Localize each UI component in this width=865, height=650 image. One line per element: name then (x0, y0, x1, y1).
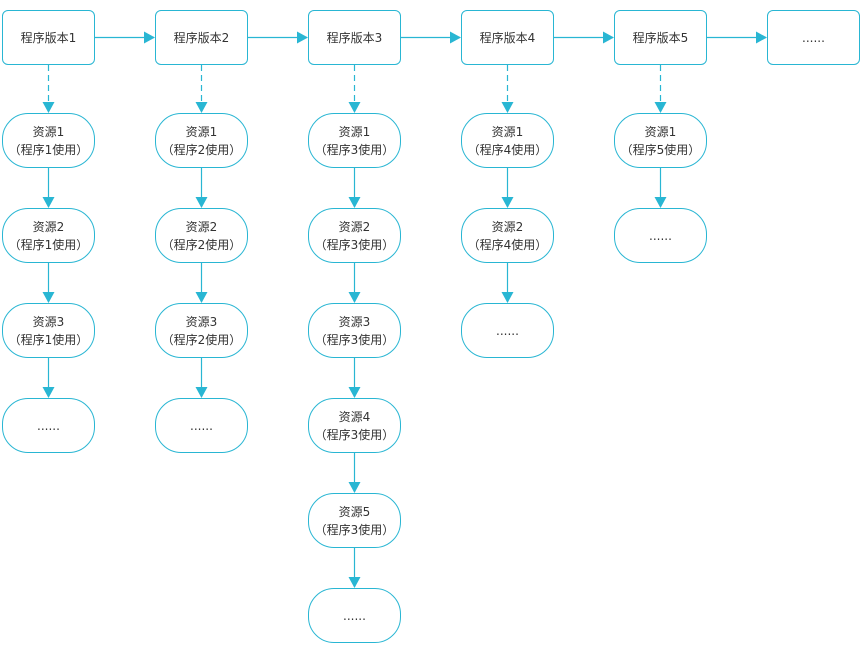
resource-node-v2-2: 资源2 （程序2使用） (155, 208, 248, 263)
resource-node-v1-2-note: （程序1使用） (8, 237, 89, 252)
version-box-6: ...... (767, 10, 860, 65)
resource-node-v3-4-label: 资源4 (338, 409, 371, 424)
resource-node-v1-4-label: ...... (37, 418, 60, 433)
resource-node-v2-2-note: （程序2使用） (161, 237, 242, 252)
version-box-4-label: 程序版本4 (479, 30, 536, 45)
resource-node-v2-1-note: （程序2使用） (161, 142, 242, 157)
resource-node-v5-1-note: （程序5使用） (620, 142, 701, 157)
resource-node-v2-1: 资源1 （程序2使用） (155, 113, 248, 168)
resource-node-v1-3-label: 资源3 (32, 314, 65, 329)
resource-node-v1-2: 资源2 （程序1使用） (2, 208, 95, 263)
resource-node-v3-5-note: （程序3使用） (314, 522, 395, 537)
resource-node-v1-1: 资源1 （程序1使用） (2, 113, 95, 168)
resource-node-v3-6: ...... (308, 588, 401, 643)
version-box-6-label: ...... (802, 30, 825, 45)
resource-node-v1-3: 资源3 （程序1使用） (2, 303, 95, 358)
resource-node-v5-1: 资源1 （程序5使用） (614, 113, 707, 168)
version-box-2-label: 程序版本2 (173, 30, 230, 45)
resource-node-v3-4: 资源4 （程序3使用） (308, 398, 401, 453)
resource-node-v3-2: 资源2 （程序3使用） (308, 208, 401, 263)
resource-node-v3-6-label: ...... (343, 608, 366, 623)
resource-node-v4-2-label: 资源2 (491, 219, 524, 234)
version-box-1-label: 程序版本1 (20, 30, 77, 45)
resource-node-v2-1-label: 资源1 (185, 124, 218, 139)
resource-node-v2-3-label: 资源3 (185, 314, 218, 329)
resource-node-v4-1-label: 资源1 (491, 124, 524, 139)
version-box-5-label: 程序版本5 (632, 30, 689, 45)
resource-node-v4-1-note: （程序4使用） (467, 142, 548, 157)
resource-node-v1-1-note: （程序1使用） (8, 142, 89, 157)
resource-node-v4-2: 资源2 （程序4使用） (461, 208, 554, 263)
resource-node-v5-2: ...... (614, 208, 707, 263)
resource-node-v3-1: 资源1 （程序3使用） (308, 113, 401, 168)
resource-node-v3-3-note: （程序3使用） (314, 332, 395, 347)
resource-node-v3-3-label: 资源3 (338, 314, 371, 329)
resource-node-v2-3-note: （程序2使用） (161, 332, 242, 347)
resource-node-v4-3: ...... (461, 303, 554, 358)
resource-node-v4-3-label: ...... (496, 323, 519, 338)
resource-node-v2-4-label: ...... (190, 418, 213, 433)
resource-node-v3-2-label: 资源2 (338, 219, 371, 234)
version-box-4: 程序版本4 (461, 10, 554, 65)
resource-node-v2-3: 资源3 （程序2使用） (155, 303, 248, 358)
resource-node-v3-1-note: （程序3使用） (314, 142, 395, 157)
resource-node-v1-1-label: 资源1 (32, 124, 65, 139)
resource-node-v3-2-note: （程序3使用） (314, 237, 395, 252)
resource-node-v2-2-label: 资源2 (185, 219, 218, 234)
resource-node-v3-3: 资源3 （程序3使用） (308, 303, 401, 358)
resource-node-v3-1-label: 资源1 (338, 124, 371, 139)
resource-node-v1-4: ...... (2, 398, 95, 453)
resource-node-v5-1-label: 资源1 (644, 124, 677, 139)
resource-node-v1-3-note: （程序1使用） (8, 332, 89, 347)
version-box-5: 程序版本5 (614, 10, 707, 65)
version-box-2: 程序版本2 (155, 10, 248, 65)
resource-node-v3-4-note: （程序3使用） (314, 427, 395, 442)
resource-node-v3-5-label: 资源5 (338, 504, 371, 519)
connectors (42, 31, 767, 588)
resource-node-v5-2-label: ...... (649, 228, 672, 243)
resource-node-v2-4: ...... (155, 398, 248, 453)
version-box-1: 程序版本1 (2, 10, 95, 65)
resource-node-v3-5: 资源5 （程序3使用） (308, 493, 401, 548)
resource-node-v4-1: 资源1 （程序4使用） (461, 113, 554, 168)
resource-node-v1-2-label: 资源2 (32, 219, 65, 234)
version-box-3: 程序版本3 (308, 10, 401, 65)
resource-node-v4-2-note: （程序4使用） (467, 237, 548, 252)
version-box-3-label: 程序版本3 (326, 30, 383, 45)
